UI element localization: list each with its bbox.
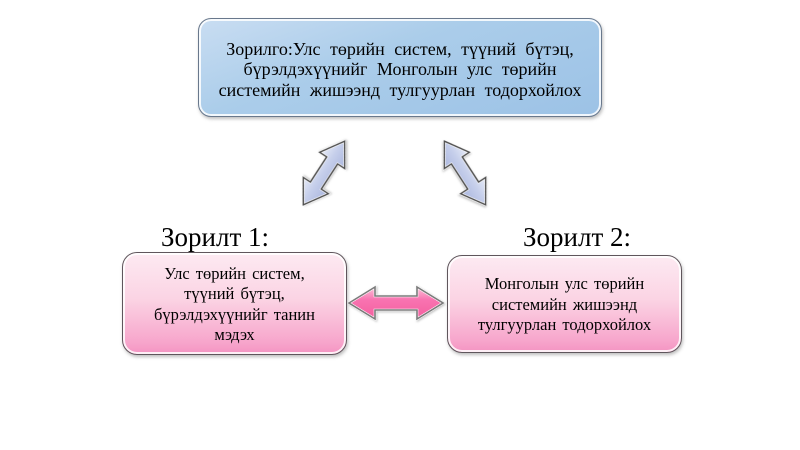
objective1-line: түүний бүтэц, xyxy=(184,284,285,303)
objective1-label: Зорилт 1: xyxy=(161,222,269,252)
objective2-box: Монголын улс төрийн системийн жишээнд ту… xyxy=(447,255,682,353)
objective2-line: системийн жишээнд xyxy=(491,294,638,314)
double-arrow-diagonal-left-icon xyxy=(289,131,360,215)
objective1-line: мэдэх xyxy=(214,325,255,344)
goal-box-line: системийн жишээнд тулгуурлан тодорхойлох xyxy=(218,79,582,100)
objective2-line: Монголын улс төрийн xyxy=(484,274,645,294)
goal-box-line: Зорилго:Улс төрийн систем, түүний бүтэц, xyxy=(226,38,574,59)
objective2-label: Зорилт 2: xyxy=(523,222,631,252)
double-arrow-diagonal-right-icon xyxy=(430,131,501,215)
objective2-line: тулгуурлан тодорхойлох xyxy=(477,315,652,335)
objective1-line: бүрэлдэхүүнийг танин xyxy=(154,304,315,324)
goal-box-line: бүрэлдэхүүнийг Монголын улс төрийн xyxy=(243,59,557,80)
objective1-line: Улс төрийн систем, xyxy=(164,263,305,283)
objective1-box: Улс төрийн систем, түүний бүтэц, бүрэлдэ… xyxy=(122,252,347,355)
goal-box: Зорилго:Улс төрийн систем, түүний бүтэц,… xyxy=(198,18,602,117)
double-arrow-horizontal-icon xyxy=(348,285,444,321)
